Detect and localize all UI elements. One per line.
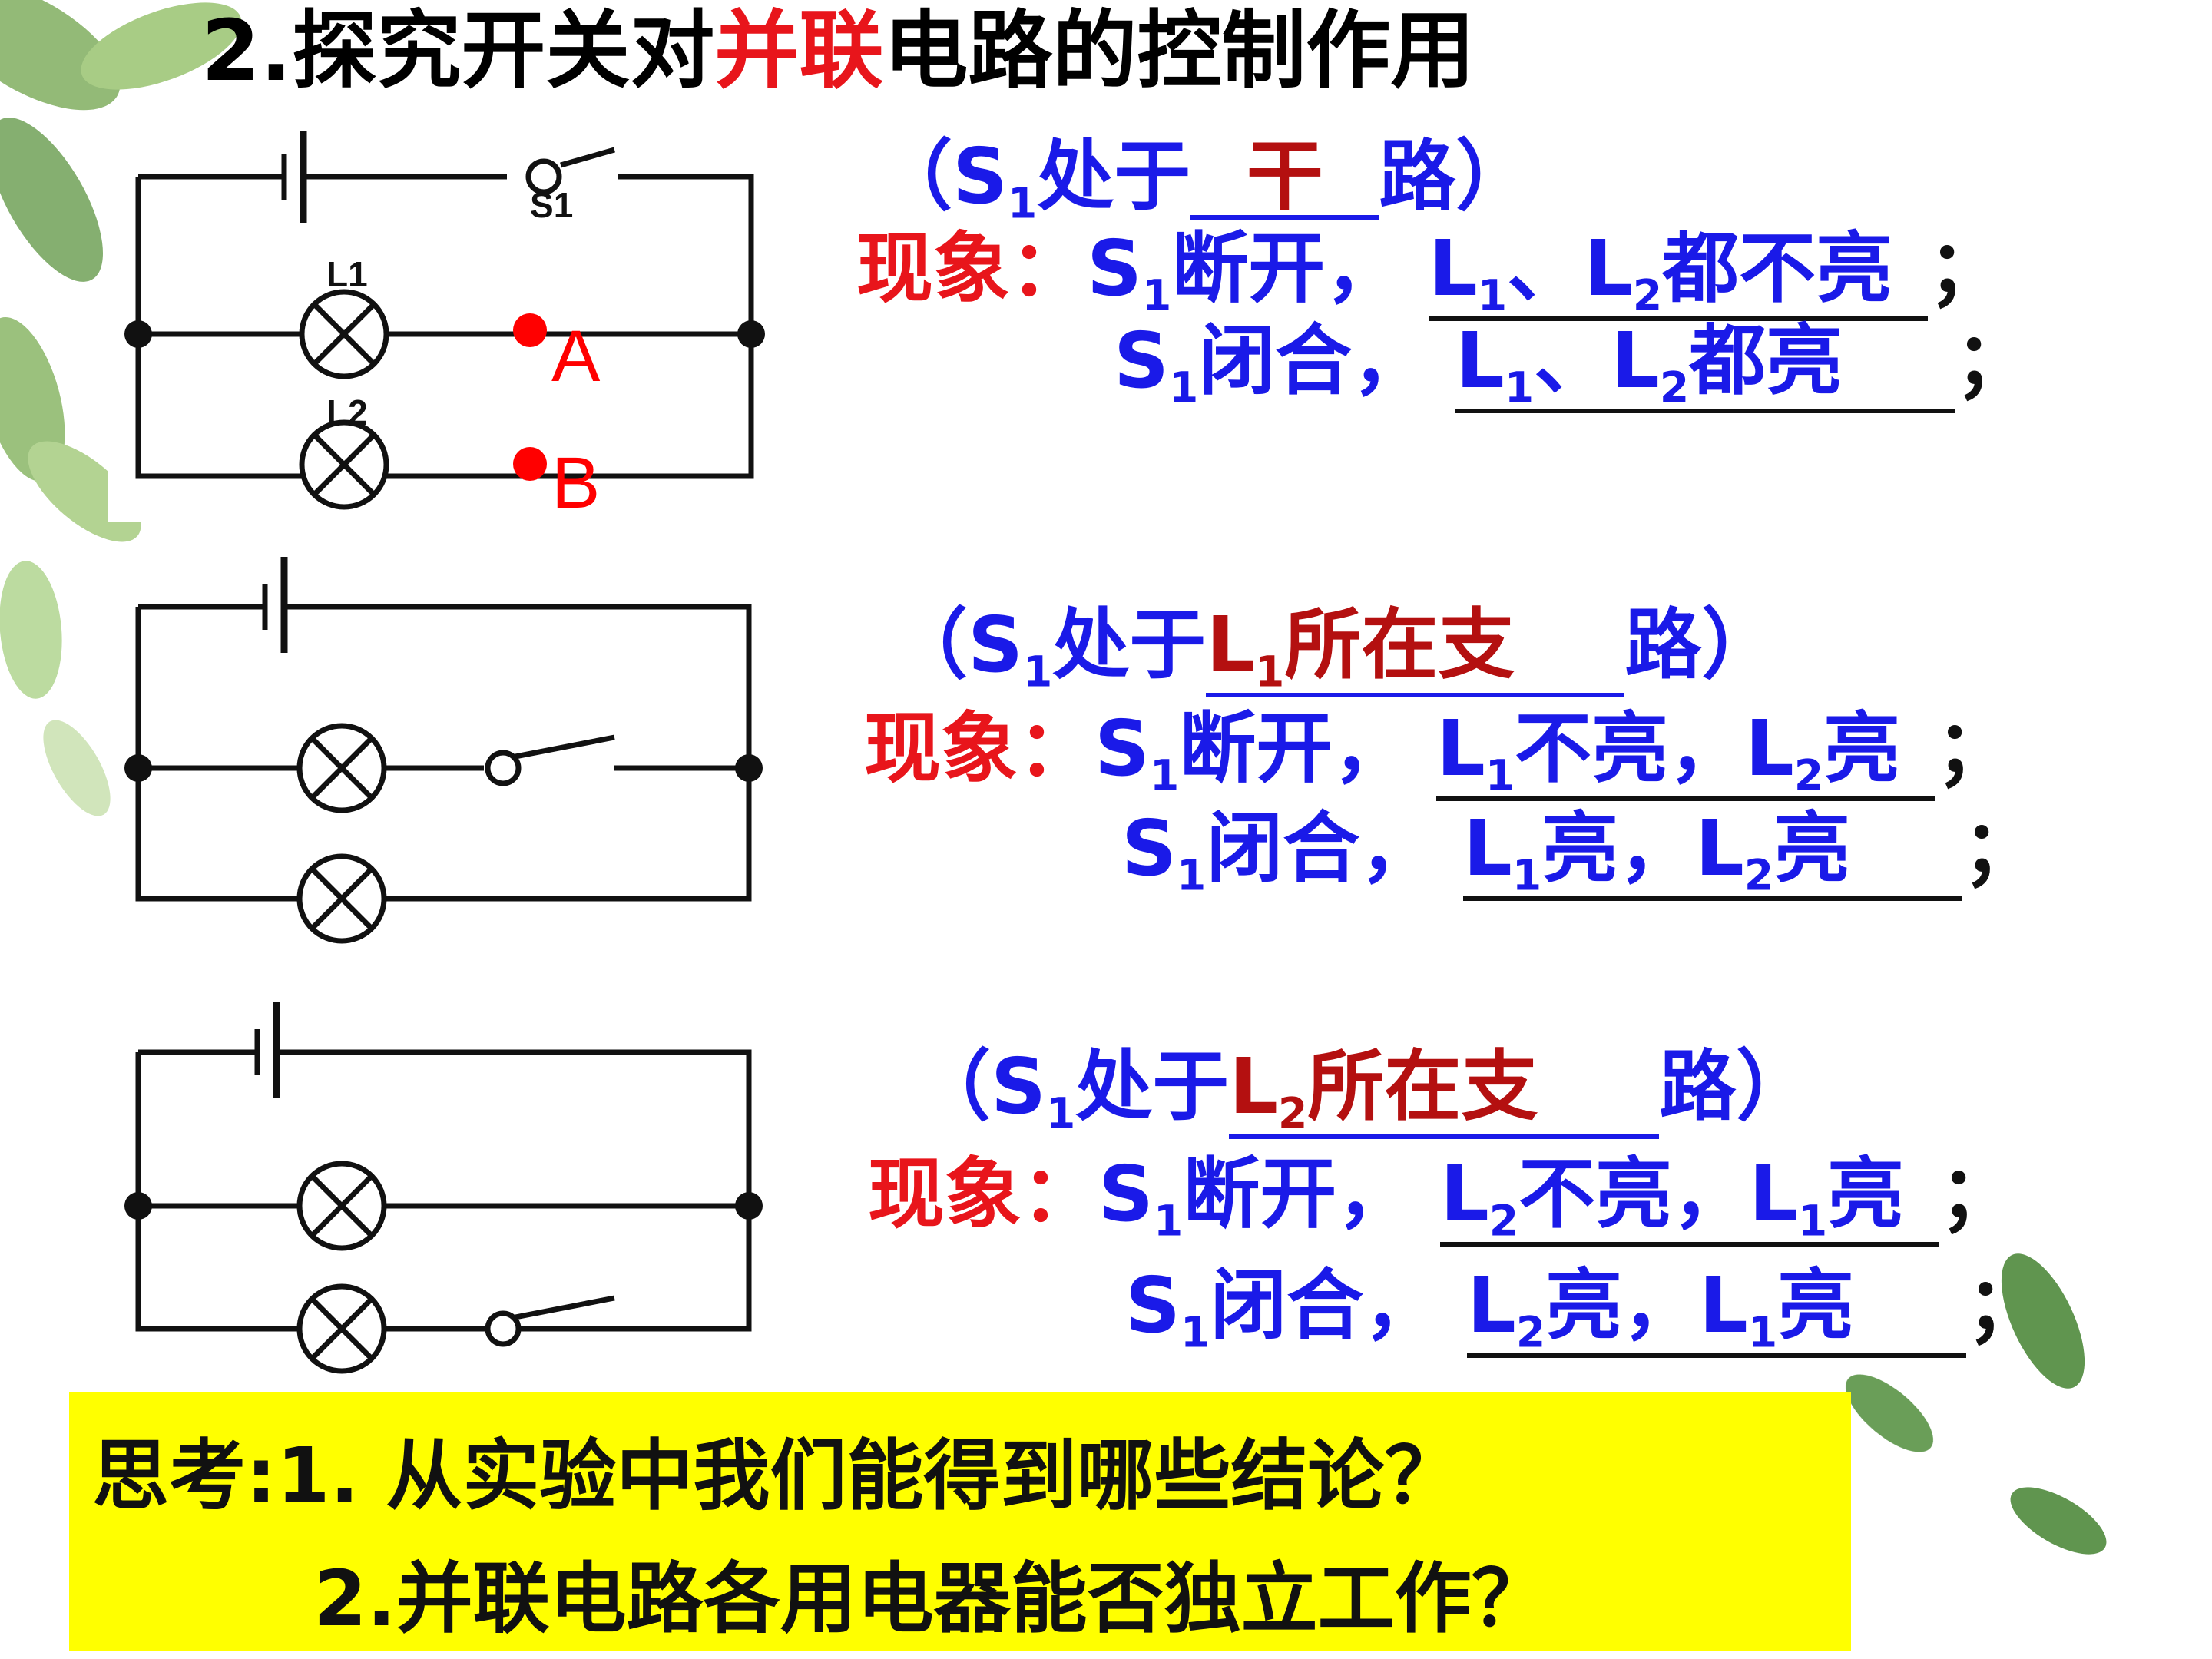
section-1-phenomenon-open: 现象：S1断开， L1、L2都不亮； xyxy=(856,224,2005,322)
section-2-answer: L1所在支 xyxy=(1206,600,1515,697)
section-3-answer: L2所在支 xyxy=(1229,1041,1538,1138)
circuit-diagram-2 xyxy=(108,553,783,952)
point-a-marker xyxy=(513,313,547,347)
circuit-diagram-1 xyxy=(108,123,783,522)
point-a-label: A xyxy=(551,316,601,397)
thinking-question-2: 2.并联电路各用电器能否独立工作？ xyxy=(313,1554,1548,1644)
section-2-phenomenon-close: S1闭合， L1亮，L2亮； xyxy=(1121,803,2040,902)
title-highlight: 并联 xyxy=(714,2,884,100)
lamp-label-l1: L1 xyxy=(326,254,368,294)
section-1-phenomenon-close: S1闭合， L1、L2都亮； xyxy=(1114,316,2032,414)
section-1-position: （S1处于干路） xyxy=(876,131,1533,228)
thinking-box xyxy=(69,1392,1851,1651)
switch-label-1: S1 xyxy=(530,185,574,225)
lamp-label-l2: L2 xyxy=(326,392,368,432)
section-3-position: （S1处于L2所在支路） xyxy=(914,1041,1813,1140)
point-b-marker xyxy=(513,447,547,481)
thinking-question-1: 思考:1. 从实验中我们能得到哪些结论？ xyxy=(92,1431,1462,1521)
section-3-phenomenon-close: S1闭合， L2亮，L1亮； xyxy=(1125,1260,2044,1359)
thinking-label: 思考: xyxy=(92,1431,276,1521)
section-2-position: （S1处于L1所在支路） xyxy=(891,600,1779,698)
title-suffix: 电路的控制作用 xyxy=(883,2,1475,100)
section-2-phenomenon-open: 现象：S1断开， L1不亮，L2亮； xyxy=(864,704,2013,802)
point-b-label: B xyxy=(551,442,601,524)
page-title: 2.探究开关对并联电路的控制作用 xyxy=(201,5,1475,98)
circuit-diagram-3 xyxy=(108,991,783,1390)
title-prefix: 2.探究开关对 xyxy=(201,2,715,100)
section-1-answer: 干 xyxy=(1246,131,1323,221)
section-3-phenomenon-open: 现象：S1断开， L2不亮，L1亮； xyxy=(868,1149,2017,1247)
